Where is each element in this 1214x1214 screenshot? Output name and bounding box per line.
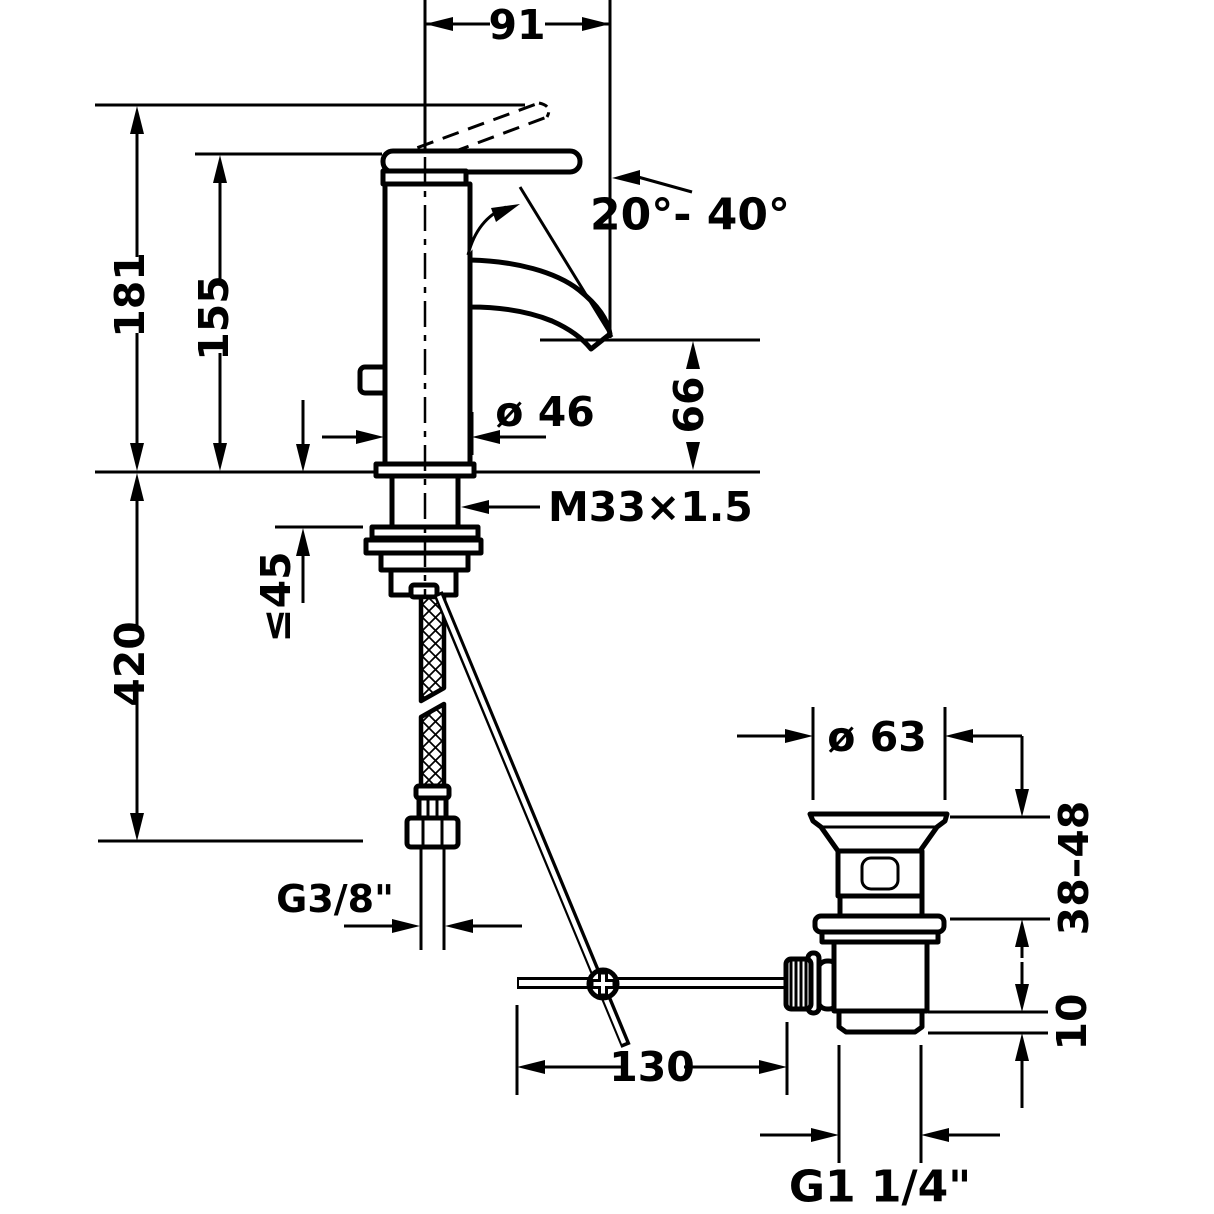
hose-hex-nut	[404, 815, 461, 850]
spout	[467, 257, 613, 352]
dimension-38-48: 38–48	[1015, 736, 1098, 958]
overflow-slot	[860, 856, 900, 891]
dim-label-waste-mounting-range: 38–48	[1050, 801, 1098, 936]
dim-label-total-height: 181	[106, 252, 154, 338]
dimension-66: 66	[665, 341, 713, 470]
waste-funnel-top	[807, 811, 950, 854]
dim-label-shank-thread: M33×1.5	[548, 483, 753, 531]
dimension-d63: ø 63	[737, 713, 1022, 761]
dim-label-waste-thread: G1 1/4"	[789, 1162, 971, 1213]
dim-label-body-diameter: ø 46	[495, 388, 595, 436]
dim-label-handle-angle: 20°- 40°	[590, 190, 790, 241]
waste-tailpiece	[836, 1008, 925, 1035]
spout-incline-line	[518, 186, 614, 338]
dimension-155: 155	[190, 155, 238, 471]
waste-lower-body	[831, 939, 930, 1014]
braided-hose-upper	[418, 594, 447, 704]
dim-label-spout-height: 66	[665, 376, 713, 433]
dimension-angle: 20°- 40°	[590, 170, 790, 241]
dimension-130: 130	[517, 1043, 787, 1091]
dimension-181: 181	[106, 106, 154, 471]
phillips-cross-icon	[590, 971, 616, 997]
hose-neck	[416, 795, 449, 821]
dimension-10: 10	[1015, 962, 1096, 1108]
dim-label-hose-length: 420	[106, 621, 154, 707]
dimension-g114: G1 1/4"	[760, 1128, 1000, 1213]
braided-hose-lower	[418, 701, 447, 790]
dim-label-body-height: 155	[190, 275, 238, 361]
supply-hose-group	[404, 594, 461, 950]
handle-lever	[380, 148, 583, 175]
dimension-d46: ø 46	[322, 388, 595, 444]
drain-assembly-group	[783, 811, 950, 1035]
dim-label-waste-diameter: ø 63	[827, 713, 927, 761]
dim-label-deck-thickness: ≤45	[252, 551, 300, 642]
rotation-arc-arrowhead	[491, 204, 520, 222]
pop-up-rod-group	[433, 591, 786, 1048]
dimension-m33: M33×1.5	[461, 483, 753, 531]
dim-label-rod-offset: 130	[609, 1043, 695, 1091]
handle-raised-position-dashed	[391, 101, 551, 173]
dimension-deck-45: ≤45	[252, 400, 310, 643]
extension-lines	[95, 0, 1050, 1163]
dimension-91: 91	[425, 1, 610, 49]
dimension-420: 420	[106, 473, 154, 841]
dim-label-supply-connection: G3/8"	[276, 877, 394, 921]
dimension-g38: G3/8"	[276, 877, 522, 933]
faucet-column	[382, 181, 473, 475]
dim-label-spout-reach: 91	[488, 1, 545, 49]
dim-label-collar-height: 10	[1048, 993, 1096, 1050]
